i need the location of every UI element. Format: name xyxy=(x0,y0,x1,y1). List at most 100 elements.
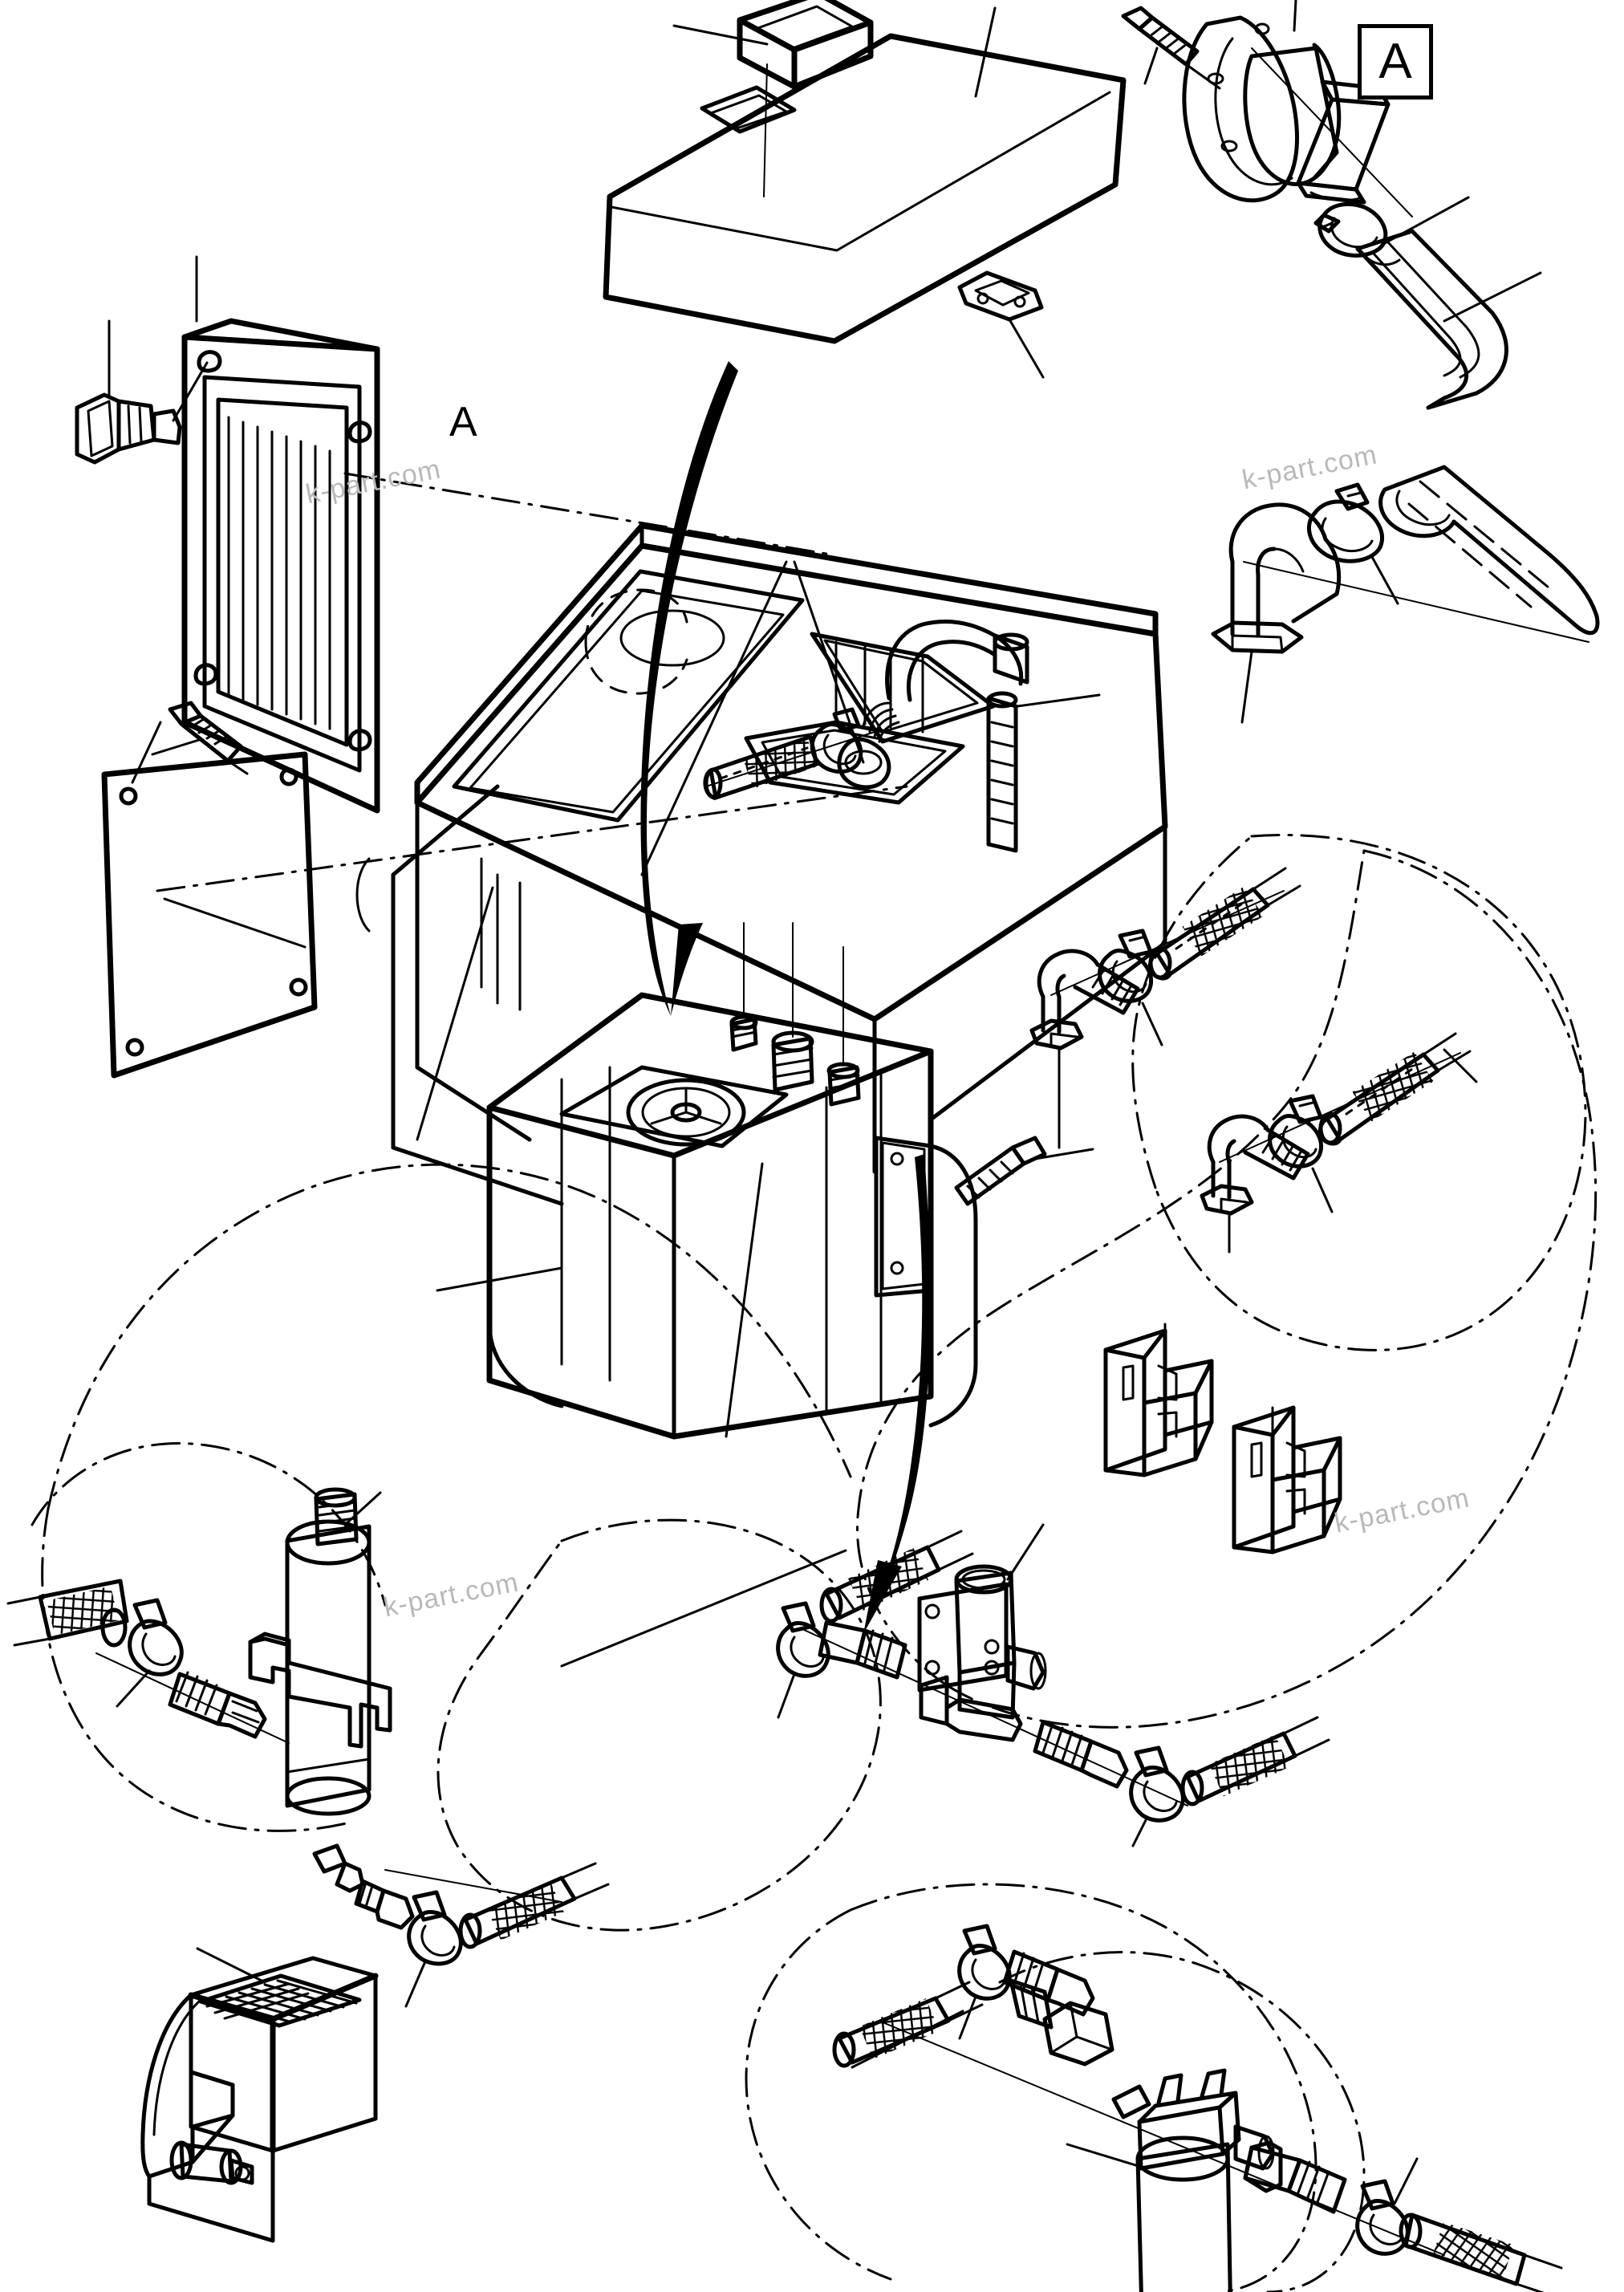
leader-fuel-filter xyxy=(1066,2143,1143,2168)
section-view-label-a: A xyxy=(449,399,477,445)
filter-feed-hose xyxy=(832,1981,984,2068)
tank-fitting-1 xyxy=(729,1014,758,1052)
filler-pipe-upper xyxy=(1355,229,1508,410)
loop-hose xyxy=(837,619,1029,790)
centerline-separator-out xyxy=(384,1869,562,1903)
separator-outlet-hose xyxy=(312,1843,415,1930)
leader-clamp-lower xyxy=(1311,1167,1334,1213)
routing-envelope-left-2 xyxy=(41,1507,355,1832)
leader-hose-lower xyxy=(1443,1048,1478,1083)
centerline-elbow-upper xyxy=(1050,890,1285,996)
leader-cover-grommet xyxy=(672,24,769,46)
bracket-block-1 xyxy=(1103,1328,1214,1477)
leader-feed-pump xyxy=(1006,1523,1045,1581)
leader-tank-left xyxy=(416,886,494,1141)
detail-label-a-box: A xyxy=(1358,24,1433,100)
tank-body xyxy=(355,522,1168,1206)
heater-unit xyxy=(140,1956,379,2243)
leader-water-separator xyxy=(343,1491,382,1526)
pump-outlet-hose xyxy=(1180,1716,1330,1806)
leader-tank-body xyxy=(640,560,788,876)
centerline-pump xyxy=(802,1628,1188,1806)
leader-filter-feed-hose xyxy=(851,2010,964,2069)
louver-grille xyxy=(181,318,380,814)
pump-inlet-clamp xyxy=(776,1601,830,1678)
install-arrow-inner-tank xyxy=(863,1154,931,1634)
inner-tank xyxy=(486,922,934,1440)
leader-side-plate-bolt xyxy=(1033,1148,1094,1160)
filler-neck-flange xyxy=(1182,15,1391,205)
align-grommet-slot xyxy=(763,63,768,197)
pump-inlet-hose xyxy=(819,1530,974,1624)
return-hose-clamp-1 xyxy=(810,707,863,774)
leader-filler-flange xyxy=(1293,0,1297,32)
level-sensor xyxy=(75,392,182,465)
centerline-return-hose xyxy=(705,731,875,787)
side-plate-bolt xyxy=(954,1136,1047,1206)
leader-access-panel-2 xyxy=(163,897,307,949)
separator-hose xyxy=(6,1579,129,1648)
separator-bracket xyxy=(248,1632,392,1749)
centerline-elbow-lower xyxy=(1219,1052,1461,1163)
water-separator xyxy=(285,1487,371,1816)
leader-pump-inlet-clamp xyxy=(777,1672,796,1719)
routing-envelope-big-2 xyxy=(856,849,1366,1687)
routing-envelope-separator xyxy=(30,1442,387,1607)
leader-pump-inlet-hose xyxy=(560,1549,847,1668)
leader-access-panel xyxy=(131,721,162,784)
cover-slot xyxy=(700,85,797,134)
routing-envelope-left xyxy=(47,1163,852,1510)
fuel-filter xyxy=(1111,2068,1275,2292)
elbow-clamp-lower xyxy=(1268,1094,1323,1168)
centerline-filler-a xyxy=(1251,47,1413,217)
separator-outlet-hose-2 xyxy=(458,1862,610,1949)
separator-outlet-clamp xyxy=(407,1890,463,1966)
leader-cover-clip xyxy=(1008,318,1045,379)
filler-hose-clamp xyxy=(1313,201,1388,258)
centerline-filler-lower xyxy=(1243,561,1589,643)
cover-clip xyxy=(957,270,1044,322)
routing-envelope-right xyxy=(1154,834,1587,1351)
leader-separator-clamp xyxy=(116,1669,151,1708)
pump-outlet-nipple xyxy=(1033,1720,1129,1789)
pump-outlet-clamp xyxy=(1129,1745,1185,1823)
leader-filter-feed-clamp xyxy=(958,1995,977,2040)
leader-pump-outlet-clamp xyxy=(1131,1815,1149,1847)
leader-cover-plate xyxy=(974,6,997,98)
leader-standpipe xyxy=(1016,693,1101,708)
filter-feed-nipple xyxy=(1002,1949,1095,2017)
filter-feed-clamp xyxy=(957,1924,1012,2001)
filler-pipe-lower xyxy=(1378,465,1600,636)
leader-heater-unit xyxy=(196,1947,266,1984)
leader-inner-tank xyxy=(436,1266,563,1292)
pump-inlet-nipple xyxy=(818,1620,907,1680)
elbow-hose-lower xyxy=(1318,1032,1472,1146)
panel-bolt xyxy=(168,701,249,775)
feed-pump xyxy=(919,1564,1047,1742)
routing-envelope-filter xyxy=(998,1951,1366,2292)
filler-elbow xyxy=(1211,502,1342,654)
access-panel xyxy=(101,751,318,1079)
centerline-filter xyxy=(882,2022,1445,2256)
tank-fitting-2 xyxy=(771,1030,814,1092)
leader-panel-bolt xyxy=(151,738,201,756)
routing-envelope-center-2 xyxy=(436,1539,563,1847)
feed-pump-plate xyxy=(917,1582,1009,1693)
leader-filler-elbow-clamp xyxy=(1370,555,1399,605)
leader-filler-bolt xyxy=(1143,47,1159,85)
separator-clamp xyxy=(128,1598,184,1676)
align-panel-tank xyxy=(156,785,908,892)
elbow-fitting-upper xyxy=(1029,949,1140,1050)
filter-outlet-hose xyxy=(1399,2213,1563,2292)
side-plate-edge xyxy=(928,1144,978,1428)
routing-envelope-big xyxy=(945,849,1598,1729)
centerline-separator xyxy=(95,1652,290,1744)
routing-envelope-lower-right xyxy=(849,1883,1317,2292)
bracket-block-2 xyxy=(1232,1405,1342,1554)
leader-clamp-upper xyxy=(1141,1002,1163,1046)
align-grille-tank xyxy=(343,472,828,555)
standpipe xyxy=(986,691,1018,853)
leader-level-sensor-to-grille xyxy=(172,361,209,422)
